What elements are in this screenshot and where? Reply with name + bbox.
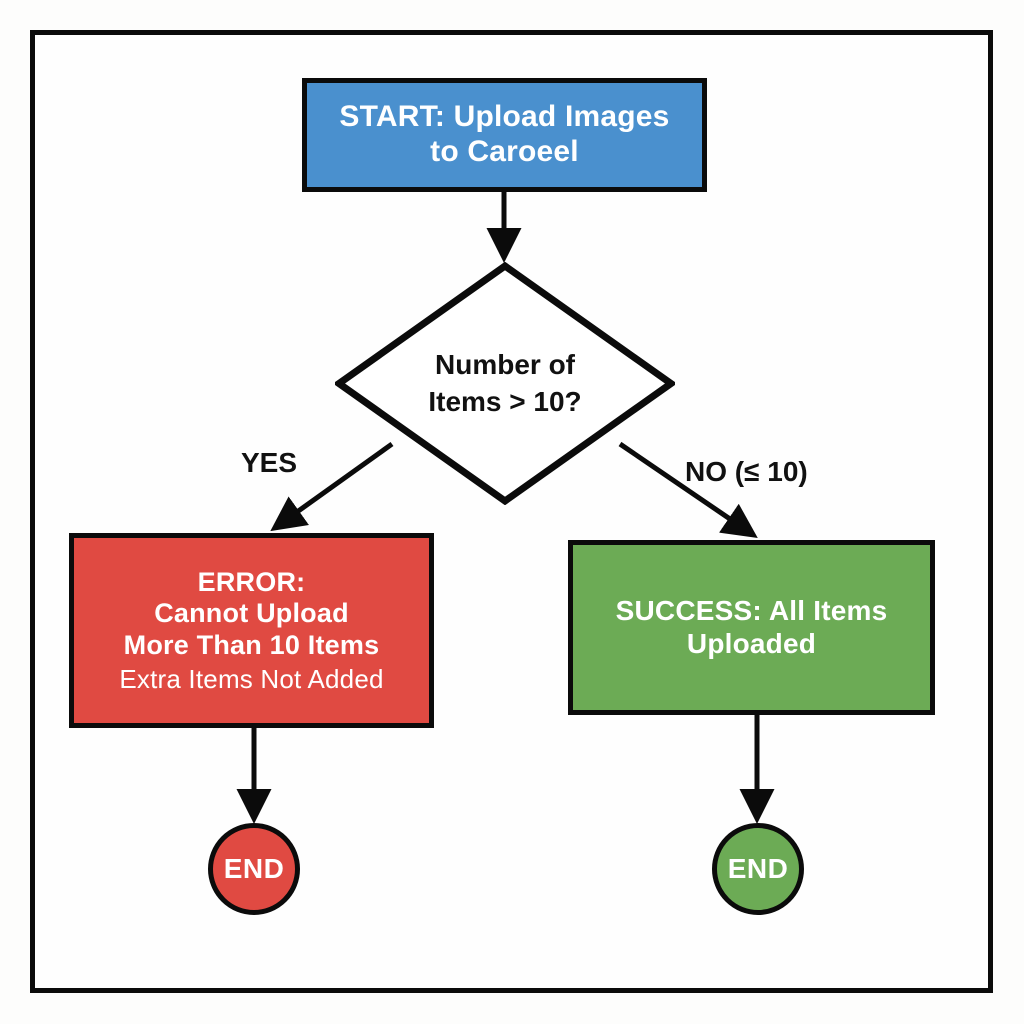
decision-diamond-shape [335,262,675,505]
node-start-line-1: START: Upload Images [339,100,670,134]
node-end-success-label: END [727,853,789,884]
node-success-line-2: Uploaded [686,627,817,659]
edge-label-yes: YES [241,447,298,478]
node-start[interactable]: START: Upload Images to Caroeel [302,78,707,192]
node-decision-line-1: Number of [435,349,575,381]
node-decision[interactable]: Number of Items > 10? [335,262,675,505]
node-error-subline: Extra Items Not Added [119,663,384,694]
node-error-line-2: Cannot Upload [154,598,349,629]
node-error[interactable]: ERROR: Cannot Upload More Than 10 Items … [69,533,434,728]
node-error-line-1: ERROR: [197,566,306,597]
node-decision-label: Number of Items > 10? [335,262,675,505]
edge-label-no: NO (≤ 10) [685,456,808,487]
node-end-error[interactable]: END [208,823,300,915]
node-success[interactable]: SUCCESS: All Items Uploaded [568,540,935,715]
node-decision-line-2: Items > 10? [428,385,582,417]
node-start-line-2: to Caroeel [430,135,579,168]
node-success-line-1: SUCCESS: All Items [615,595,888,627]
node-end-success[interactable]: END [712,823,804,915]
node-error-line-3: More Than 10 Items [123,629,380,660]
node-end-error-label: END [223,853,285,884]
